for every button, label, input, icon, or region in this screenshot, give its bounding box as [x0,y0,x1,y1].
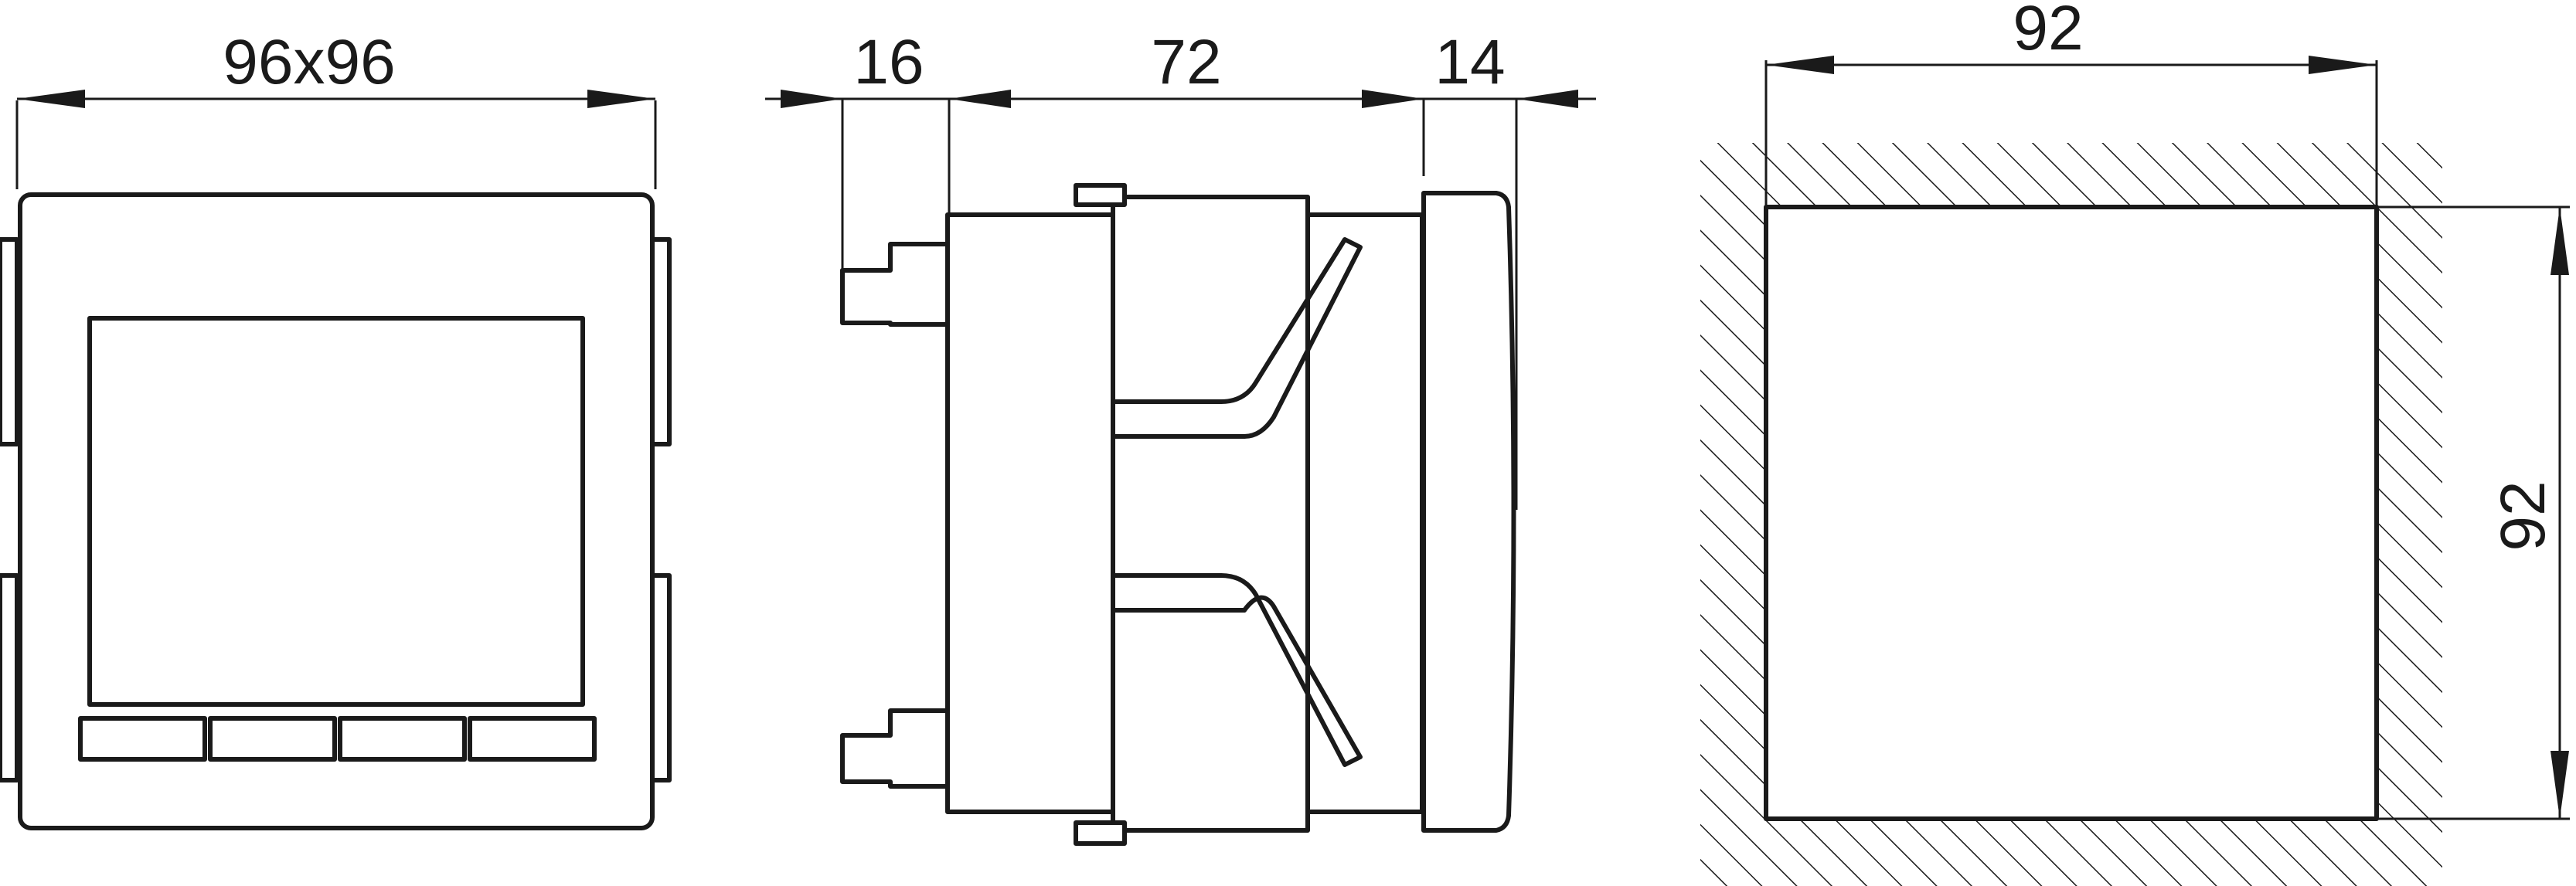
side-rear-body [945,212,1118,814]
panel-cutout-view: 92 92 [1700,0,2570,886]
cutout-width-dimension: 92 [1764,0,2378,207]
side-body-dimension: 72 [1151,27,1424,108]
side-spring-top [1219,237,1363,439]
side-terminal-bottom [840,708,951,789]
side-view: 16 72 14 [765,27,1596,846]
front-width-label: 96x96 [223,27,395,97]
cutout-height-label: 92 [2488,480,2558,551]
side-terminal-top [840,242,951,327]
cutout-height-dimension: 92 [2377,205,2570,820]
front-button-4 [468,716,597,762]
side-latch-top [1074,183,1127,207]
front-width-dimension: 96x96 [15,27,657,189]
side-bezel [1421,191,1516,833]
front-clip-left-top [0,237,19,446]
side-bezel-dimension: 14 [1434,27,1578,108]
side-mid-body [1111,195,1310,833]
front-clip-left-bottom [0,573,19,782]
front-button-3 [338,716,467,762]
side-bezel-depth-label: 14 [1434,27,1505,97]
panel-cutout [1764,205,2379,821]
front-button-2 [208,716,337,762]
cutout-width-label: 92 [2013,0,2083,63]
side-body-depth-label: 72 [1151,27,1221,97]
side-terminal-depth-label: 16 [853,27,924,97]
front-display [87,316,585,707]
side-terminal-dimension: 16 [781,27,1011,108]
front-view: 96x96 [0,27,672,830]
front-button-1 [78,716,207,762]
side-latch-bottom [1074,820,1127,846]
side-spring-bottom [1219,573,1363,767]
